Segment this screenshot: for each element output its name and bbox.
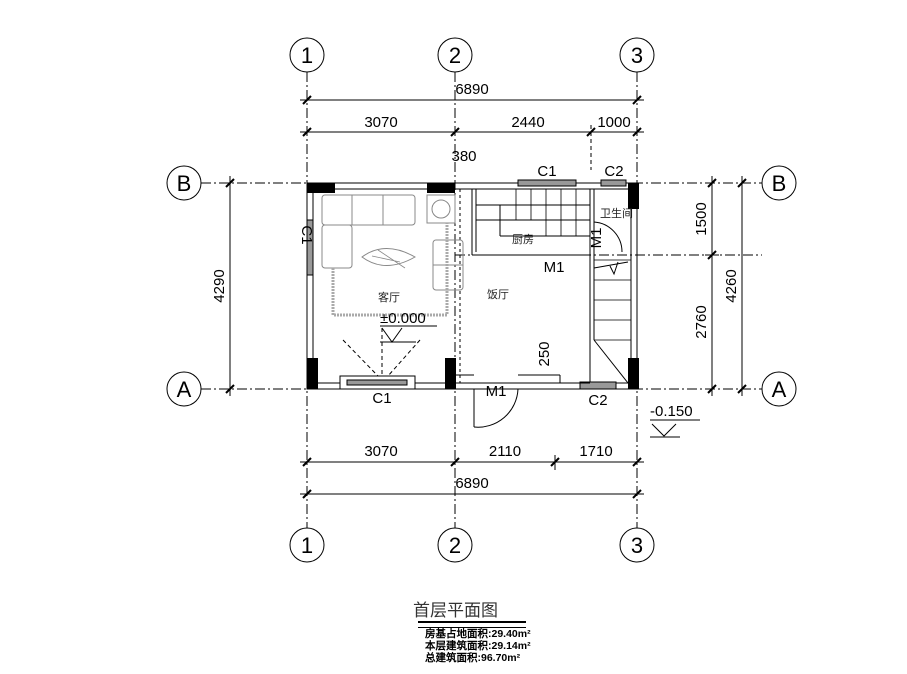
axis-bubble-3-bottom: 3: [619, 527, 655, 563]
dim-bottom-seg2: 2110: [489, 443, 521, 460]
svg-text:2: 2: [449, 533, 461, 558]
window-tag-c2-top: C2: [604, 163, 623, 180]
door-tag-m1-entry: M1: [486, 383, 507, 400]
tv-cabinet: [342, 328, 421, 377]
room-label-living: 客厅: [378, 290, 400, 304]
walls: [306, 182, 638, 390]
title-underline: [418, 621, 526, 628]
axis-bubble-b-left: B: [166, 165, 202, 201]
entry-door: [455, 374, 590, 428]
dim-left-total: 4290: [211, 269, 228, 302]
svg-text:B: B: [177, 171, 192, 196]
axis-bubble-a-left: A: [166, 371, 202, 407]
svg-text:A: A: [772, 377, 787, 402]
room-label-bathroom: 卫生间: [600, 206, 633, 220]
window-tag-c1-left: C1: [298, 225, 315, 244]
axis-bubble-2-bottom: 2: [437, 527, 473, 563]
axis-bubble-3-top: 3: [619, 37, 655, 73]
window-tag-c2-bottom: C2: [588, 392, 607, 409]
level-marker-outside: -0.150: [650, 403, 700, 438]
wall-columns: [307, 183, 639, 389]
svg-text:B: B: [772, 171, 787, 196]
svg-text:3: 3: [631, 533, 643, 558]
svg-text:A: A: [177, 377, 192, 402]
dim-top-seg2: 2440: [511, 114, 544, 131]
drawing-title: 首层平面图: [413, 601, 498, 621]
area-row: 总建筑面积:96.70m²: [425, 652, 521, 664]
dim-top-seg1: 3070: [364, 114, 397, 131]
windows: [306, 179, 627, 390]
dim-right-seg1: 1500: [693, 202, 710, 235]
dim-bottom-total: 6890: [455, 475, 488, 492]
svg-text:3: 3: [631, 43, 643, 68]
axis-bubble-1-top: 1: [289, 37, 325, 73]
axis-bubble-b-right: B: [761, 165, 797, 201]
level-marker-floor: ±0.000: [380, 310, 437, 343]
dimension-lines: [225, 95, 747, 499]
axis-bubble-1-bottom: 1: [289, 527, 325, 563]
room-label-dining: 饭厅: [487, 288, 509, 301]
dim-bottom-seg1: 3070: [364, 443, 397, 460]
dim-top-offset: 380: [451, 148, 476, 165]
svg-text:±0.000: ±0.000: [380, 310, 426, 327]
dim-step: 250: [536, 341, 553, 366]
door-tag-m1-bath: M1: [588, 228, 605, 249]
dim-top-seg3: 1000: [597, 114, 630, 131]
svg-text:1: 1: [301, 533, 313, 558]
dim-top-total: 6890: [455, 81, 488, 98]
sofa-set: [321, 194, 464, 317]
svg-text:1: 1: [301, 43, 313, 68]
axis-bubble-a-right: A: [761, 371, 797, 407]
axis-bubble-2-top: 2: [437, 37, 473, 73]
dim-bottom-seg3: 1710: [579, 443, 612, 460]
area-row: 本层建筑面积:29.14m²: [425, 640, 531, 652]
svg-text:2: 2: [449, 43, 461, 68]
window-tag-c1-top: C1: [537, 163, 556, 180]
grid-lines: [201, 72, 762, 528]
door-tag-m1-kitchen: M1: [544, 259, 565, 276]
area-row: 房基占地面积:29.40m²: [425, 628, 531, 640]
window-tag-c1-bottom: C1: [372, 390, 391, 407]
svg-text:-0.150: -0.150: [650, 403, 693, 420]
room-label-kitchen: 厨房: [512, 233, 534, 246]
dim-right-total: 4260: [723, 269, 740, 302]
dim-right-seg2: 2760: [693, 305, 710, 338]
